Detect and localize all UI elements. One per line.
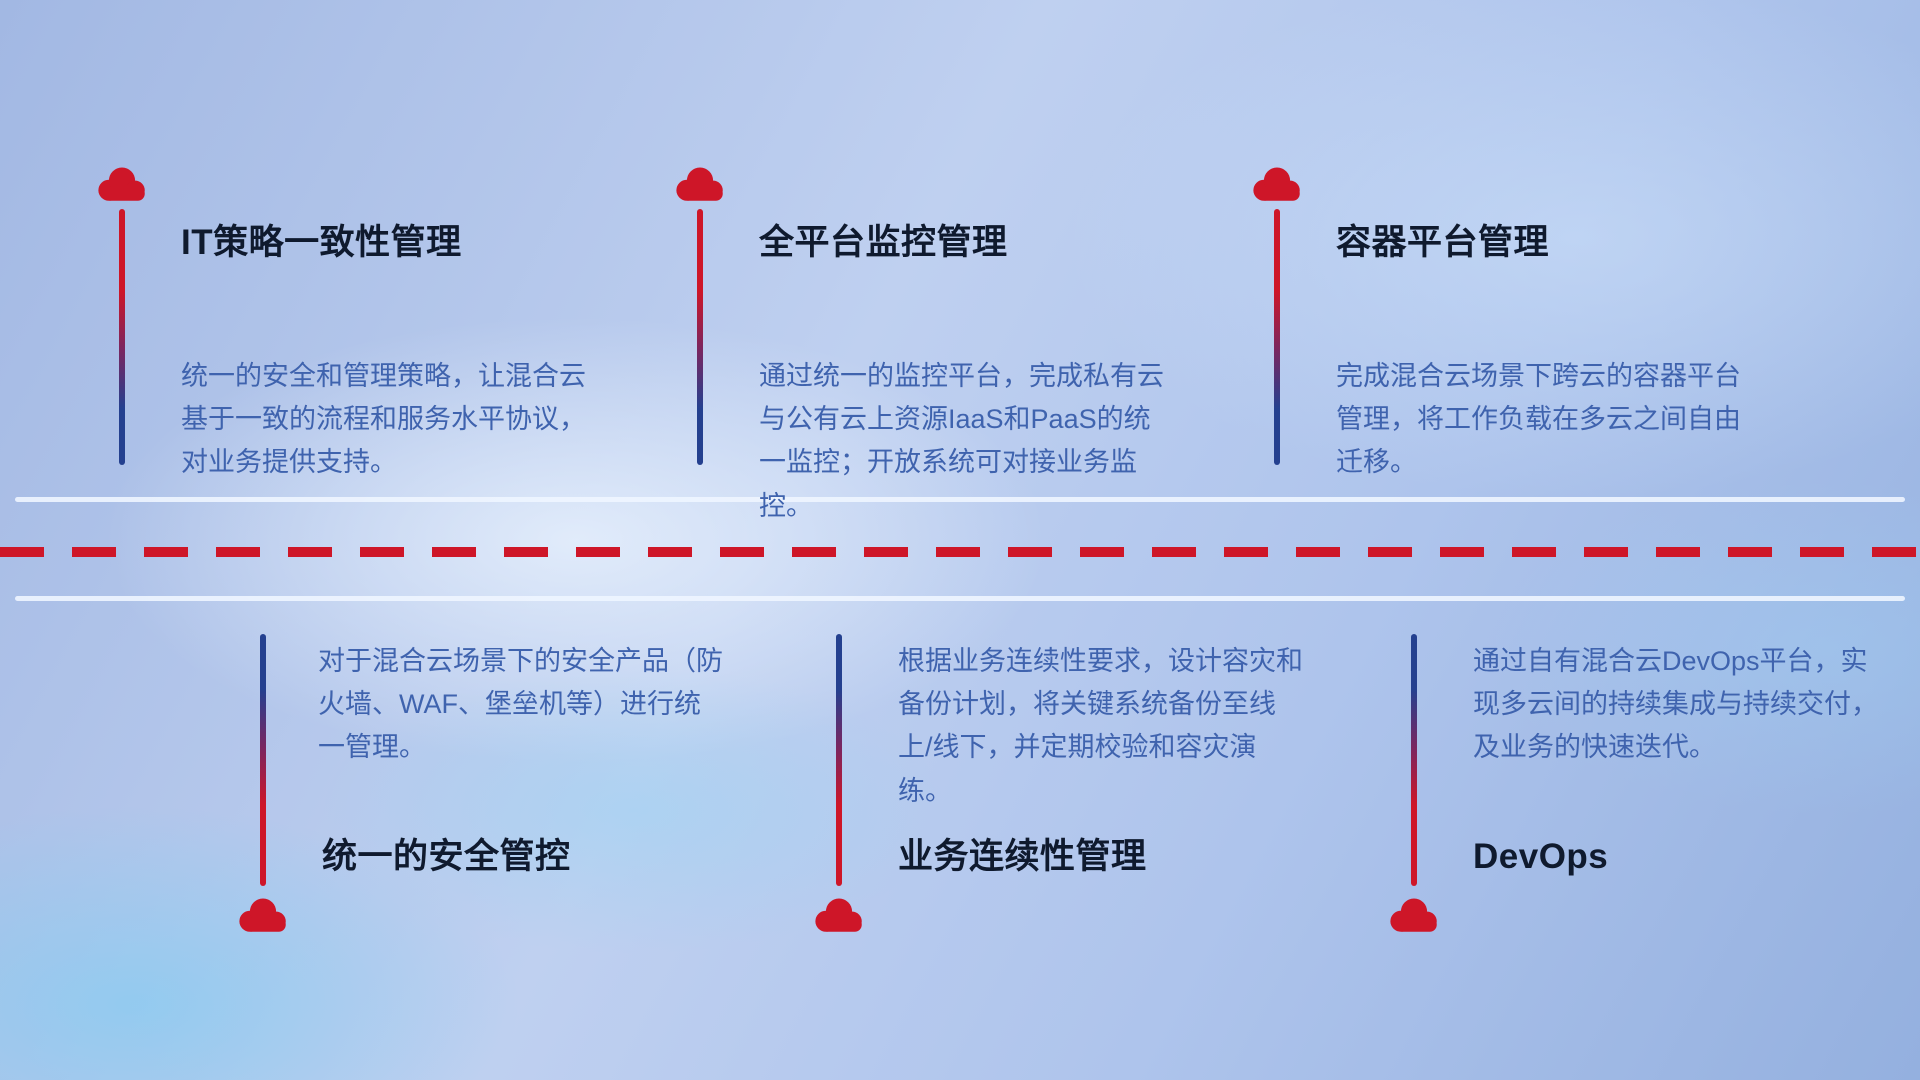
capability-description: 通过统一的监控平台，完成私有云与公有云上资源IaaS和PaaS的统一监控；开放系… [759,361,1164,521]
cloud-icon [1386,896,1442,936]
capability-text: IT策略一致性管理 统一的安全和管理策略，让混合云基于一致的流程和服务水平协议，… [181,221,611,485]
connector-line [260,634,266,886]
capability-description: 通过自有混合云DevOps平台，实现多云间的持续集成与持续交付，及业务的快速迭代… [1473,646,1878,763]
connector-line [697,209,703,465]
cloud-icon [811,896,867,936]
divider-dashed-line [0,547,1920,557]
capability-title: 业务连续性管理 [898,837,1147,876]
cloud-icon [1249,165,1305,205]
cloud-icon [235,896,291,936]
divider-solid-line-bottom [15,596,1905,601]
connector-line [119,209,125,465]
capability-text: 通过自有混合云DevOps平台，实现多云间的持续集成与持续交付，及业务的快速迭代… [1473,640,1903,770]
capability-title: DevOps [1473,837,1609,876]
cloud-icon [672,165,728,205]
capability-text: 根据业务连续性要求，设计容灾和备份计划，将关键系统备份至线上/线下，并定期校验和… [898,640,1328,813]
capability-description: 根据业务连续性要求，设计容灾和备份计划，将关键系统备份至线上/线下，并定期校验和… [898,646,1303,806]
capability-text: 对于混合云场景下的安全产品（防火墙、WAF、堡垒机等）进行统一管理。 [318,640,748,770]
capability-title: IT策略一致性管理 [181,223,462,262]
connector-line [1274,209,1280,465]
capability-description: 对于混合云场景下的安全产品（防火墙、WAF、堡垒机等）进行统一管理。 [318,646,723,763]
capability-text: 容器平台管理 完成混合云场景下跨云的容器平台管理，将工作负载在多云之间自由迁移。 [1336,221,1766,485]
connector-line [836,634,842,886]
capability-description: 完成混合云场景下跨云的容器平台管理，将工作负载在多云之间自由迁移。 [1336,361,1741,478]
capability-title: 统一的安全管控 [322,837,571,876]
connector-line [1411,634,1417,886]
capability-title: 容器平台管理 [1336,223,1550,262]
capability-text: 全平台监控管理 通过统一的监控平台，完成私有云与公有云上资源IaaS和PaaS的… [759,221,1189,528]
capability-title: 全平台监控管理 [759,223,1008,262]
capability-description: 统一的安全和管理策略，让混合云基于一致的流程和服务水平协议，对业务提供支持。 [181,361,586,478]
cloud-icon [94,165,150,205]
